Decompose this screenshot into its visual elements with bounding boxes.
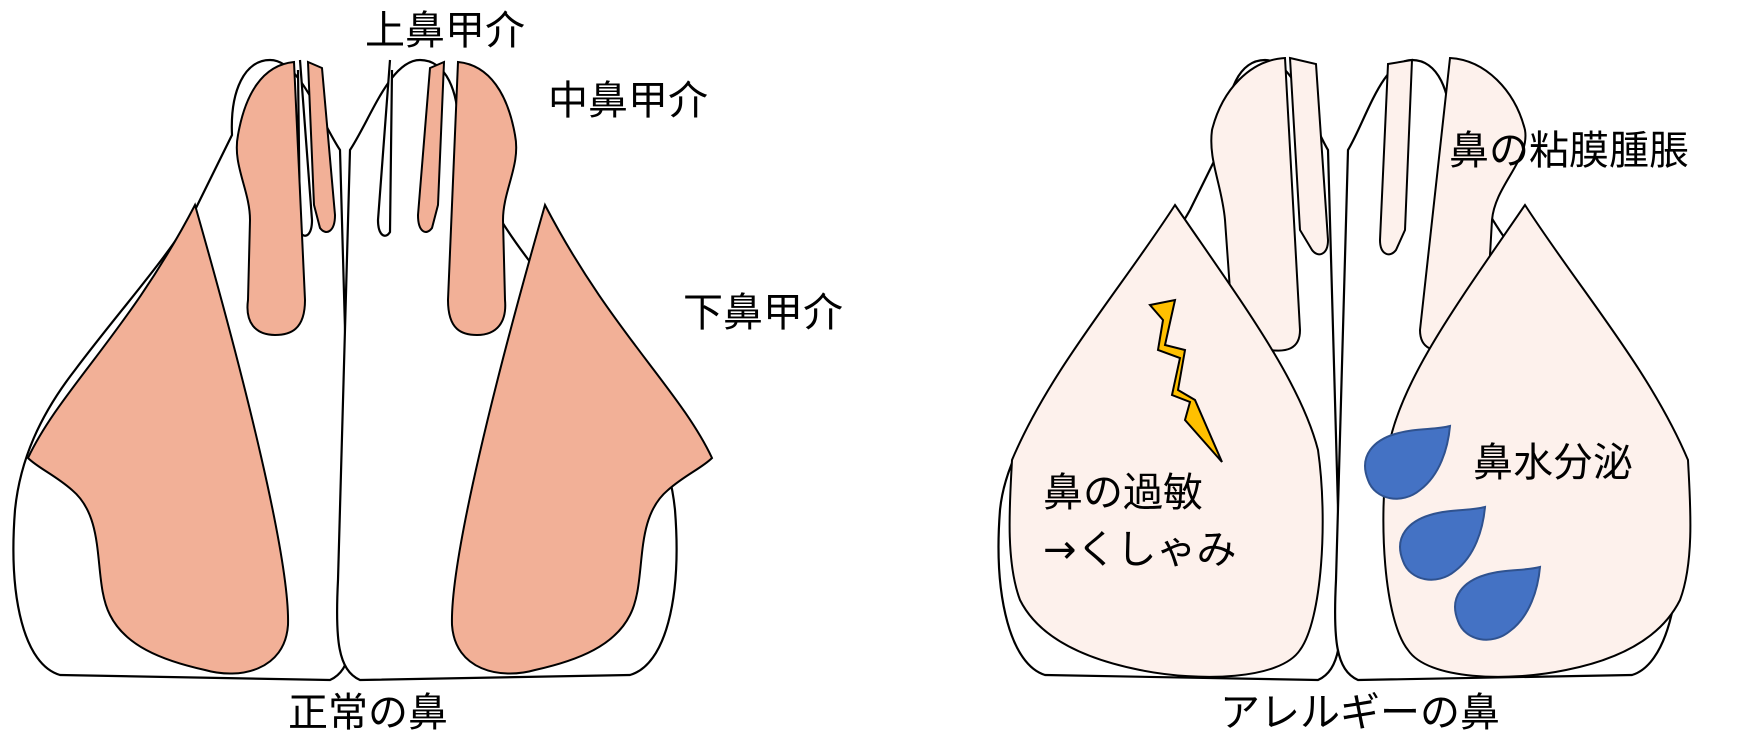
lightning-bolt-icon: [1148, 298, 1223, 463]
water-droplet-icon: [1399, 505, 1487, 581]
normal-right-inferior-turbinate: [450, 202, 714, 675]
mucosal-swelling-label: 鼻の粘膜腫脹: [1449, 128, 1689, 174]
allergic-left-superior-turbinate: [1288, 56, 1330, 256]
normal-left-inferior-turbinate: [26, 202, 290, 675]
rhinorrhea-label: 鼻水分泌: [1473, 440, 1633, 486]
normal-nose-caption: 正常の鼻: [288, 690, 448, 736]
allergic-right-superior-turbinate: [1378, 58, 1414, 256]
water-droplet-icon: [1454, 565, 1542, 641]
allergic-nose-caption: アレルギーの鼻: [1220, 690, 1500, 736]
allergic-nose-diagram: [997, 56, 1692, 682]
normal-left-superior-turbinate: [306, 60, 337, 233]
middle-turbinate-label: 中鼻甲介: [548, 78, 708, 124]
water-droplet-icon: [1364, 424, 1452, 500]
allergic-left-inferior-turbinate: [1008, 203, 1324, 678]
normal-left-middle-turbinate: [235, 60, 307, 337]
inferior-turbinate-label: 下鼻甲介: [683, 290, 843, 336]
normal-nose-diagram: [12, 58, 714, 682]
hypersensitivity-label-line1: 鼻の過敏: [1043, 470, 1203, 516]
normal-septum-right: [376, 59, 394, 237]
superior-turbinate-label: 上鼻甲介: [365, 8, 525, 54]
normal-right-middle-turbinate: [446, 60, 518, 337]
hypersensitivity-label-line2: →くしゃみ: [1043, 527, 1237, 573]
normal-right-superior-turbinate: [416, 60, 446, 233]
